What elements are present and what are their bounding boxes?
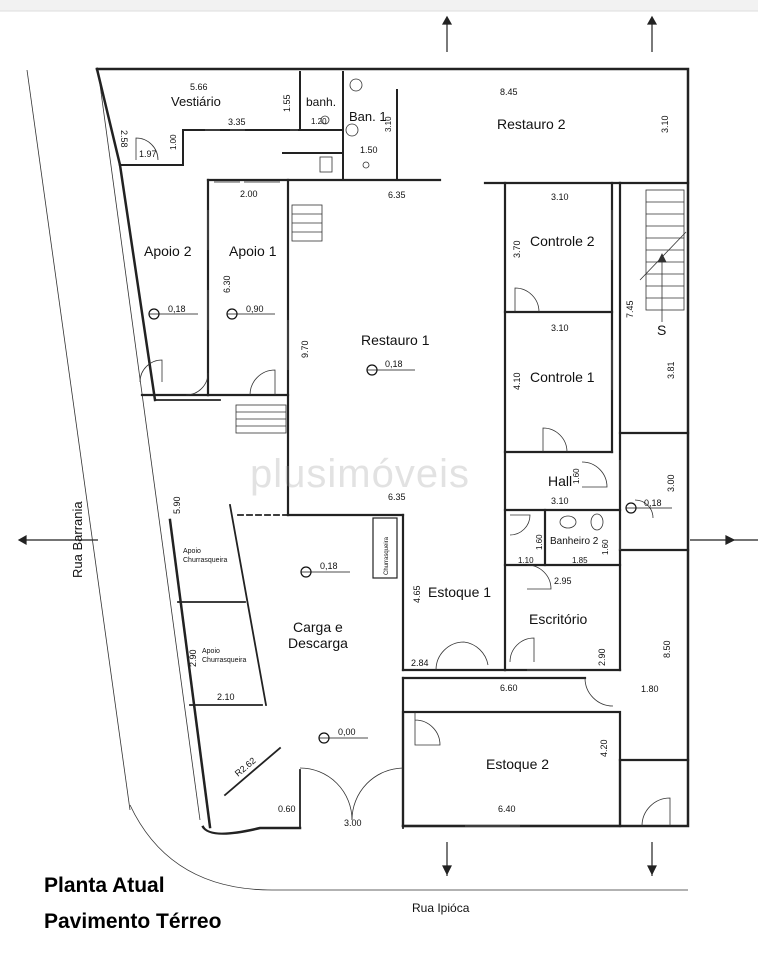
dim-label: 5.66	[190, 82, 208, 92]
dim-label: R2.62	[233, 755, 258, 778]
dim-label: 6.35	[388, 492, 406, 502]
dim-label: 2.10	[217, 692, 235, 702]
dim-label: 6.35	[388, 190, 406, 200]
dim-label: 1.60	[535, 534, 544, 550]
dim-label: 3.10	[551, 496, 569, 506]
dim-label: 3.10	[551, 323, 569, 333]
level-apoio2: 0,18	[168, 304, 186, 314]
level-carga: 0,18	[320, 561, 338, 571]
watermark: plusimóveis	[250, 452, 470, 496]
stairs	[235, 189, 687, 434]
dim-label: 6.60	[500, 683, 518, 693]
dim-label: 1.60	[601, 539, 610, 555]
level-markers	[148, 308, 672, 744]
level-hall: 0,18	[644, 498, 662, 508]
dim-label: 3.81	[666, 361, 676, 379]
dim-label: 2.90	[188, 649, 198, 667]
dim-label: 6.30	[222, 275, 232, 293]
dim-label: 1.55	[282, 94, 292, 112]
level-entry: 0,00	[338, 727, 356, 737]
plan-title: Planta Atual	[44, 874, 165, 897]
room-apoio-churr-a-2: Churrasqueira	[183, 557, 227, 564]
dim-label: 7.45	[625, 300, 635, 318]
dim-label: 1.00	[169, 134, 178, 150]
room-apoio1: Apoio 1	[229, 243, 277, 259]
dim-label: 3.00	[344, 818, 362, 828]
street-bottom-label: Rua Ipióca	[412, 901, 470, 915]
dim-label: 1.85	[572, 556, 588, 565]
dim-label: 2.95	[554, 576, 572, 586]
room-carga-2: Descarga	[288, 635, 348, 651]
dim-label: 1.80	[641, 684, 659, 694]
dim-label: 1.60	[572, 468, 581, 484]
dim-label: 1.10	[518, 556, 534, 565]
dim-label: 2.00	[240, 189, 258, 199]
room-churrasqueira: Churrasqueira	[384, 536, 390, 575]
room-banheiro2: Banheiro 2	[550, 536, 599, 547]
room-banh: banh.	[306, 95, 336, 109]
room-apoio-churr-a-1: Apoio	[183, 548, 201, 555]
room-carga-1: Carga e	[293, 619, 343, 635]
windows	[205, 129, 621, 827]
level-labels: 0,18 0,90 0,18 0,18 0,18 0,00	[168, 304, 662, 737]
dim-label: 9.70	[300, 340, 310, 358]
room-apoio2: Apoio 2	[144, 243, 192, 259]
room-escritorio: Escritório	[529, 611, 588, 627]
carga-walls	[154, 399, 404, 829]
dim-label: 8.45	[500, 87, 518, 97]
dimension-labels: 5.66 2.58 1.97 1.00 3.35 1.55 1.20 3.10 …	[119, 82, 676, 828]
dim-label: 2.58	[119, 130, 129, 148]
level-restauro1: 0,18	[385, 359, 403, 369]
dim-label: 3.00	[666, 474, 676, 492]
room-controle1: Controle 1	[530, 369, 595, 385]
dim-label: 3.35	[228, 117, 246, 127]
vestiario-walls	[119, 71, 398, 181]
top-strip	[0, 0, 758, 11]
dim-label: 1.20	[311, 117, 327, 126]
dim-label: 8.50	[662, 640, 672, 658]
room-hall: Hall	[548, 473, 572, 489]
room-ban1: Ban. 1	[349, 109, 387, 124]
room-restauro2: Restauro 2	[497, 116, 566, 132]
dim-label: 4.65	[412, 585, 422, 603]
dim-label: 1.50	[360, 145, 378, 155]
room-restauro1: Restauro 1	[361, 332, 430, 348]
room-controle2: Controle 2	[530, 233, 595, 249]
doors	[135, 137, 671, 827]
street-edges	[26, 69, 688, 891]
dim-label: 6.40	[498, 804, 516, 814]
room-apoio-churr-b-1: Apoio	[202, 648, 220, 655]
dim-label: 0.60	[278, 804, 296, 814]
fixtures	[319, 78, 604, 531]
stair-s-label: S	[657, 322, 666, 338]
room-labels: Vestiário banh. Ban. 1 Restauro 2 Apoio …	[144, 94, 666, 772]
room-vestiario: Vestiário	[171, 94, 221, 109]
room-estoque1: Estoque 1	[428, 584, 491, 600]
dim-label: 2.90	[597, 648, 607, 666]
dim-label: 2.84	[411, 658, 429, 668]
dim-label: 1.97	[139, 149, 157, 159]
dim-label: 3.70	[512, 240, 522, 258]
dim-label: 3.10	[384, 116, 393, 132]
level-apoio1: 0,90	[246, 304, 264, 314]
section-markers	[17, 15, 758, 876]
room-estoque2: Estoque 2	[486, 756, 549, 772]
dim-label: 3.10	[551, 192, 569, 202]
dim-label: 4.20	[599, 739, 609, 757]
room-apoio-churr-b-2: Churrasqueira	[202, 657, 246, 664]
street-left-label: Rua Barrania	[70, 501, 85, 578]
dim-label: 3.10	[660, 115, 670, 133]
plan-subtitle: Pavimento Térreo	[44, 910, 222, 933]
dim-label: 5.90	[172, 496, 182, 514]
dim-label: 4.10	[512, 372, 522, 390]
